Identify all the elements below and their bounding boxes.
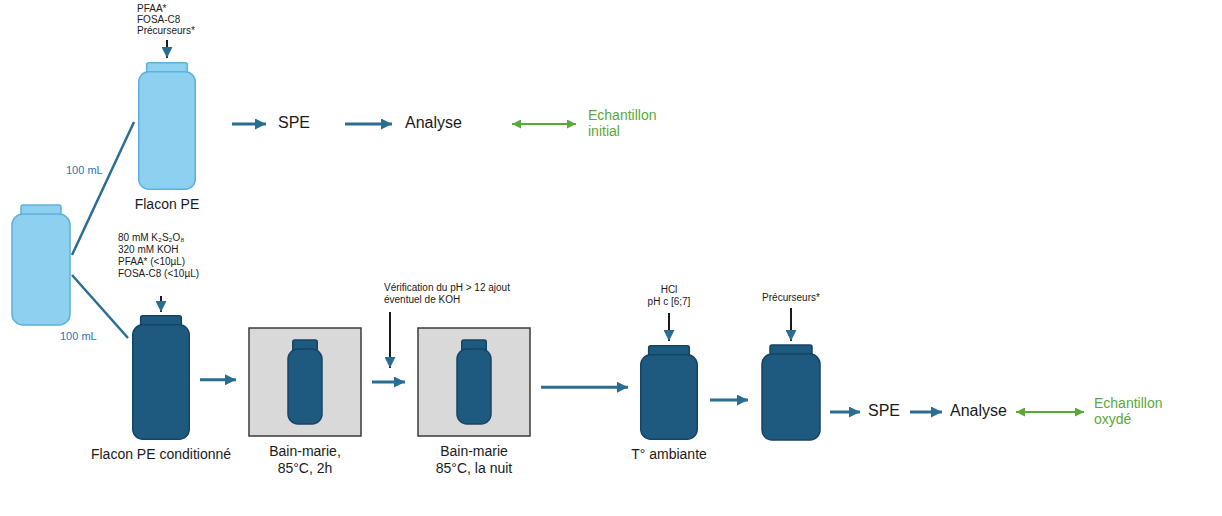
reagent-label: FOSA-C8 (<10µL) — [118, 268, 199, 280]
bath-bottle — [457, 340, 491, 424]
sample-bottle: Flacon PE conditionné — [132, 315, 190, 440]
volume-label: 100 mL — [66, 164, 103, 177]
flow-arrow — [345, 123, 392, 126]
step-label: Analyse — [405, 114, 462, 132]
addition-arrow — [668, 313, 670, 341]
reagent-label: 320 mM KOH — [118, 244, 179, 256]
sample-bottle: T° ambiante — [640, 345, 698, 440]
source-bottle — [12, 205, 70, 325]
flow-arrow — [232, 123, 266, 126]
bottle-outline — [132, 315, 190, 440]
volume-label: 100 mL — [60, 330, 97, 343]
flow-arrow — [541, 386, 628, 389]
sample-bottle: Flacon PE — [138, 62, 196, 190]
bottle-outline — [138, 62, 196, 190]
flow-arrow — [200, 378, 236, 381]
bath-outline — [248, 327, 362, 437]
step-label: SPE — [868, 402, 900, 420]
node-caption: Flacon PE — [135, 196, 200, 213]
step-label: Analyse — [950, 402, 1007, 420]
flow-arrow — [910, 411, 942, 414]
bath-rect — [249, 328, 361, 436]
bottle-body — [139, 72, 196, 190]
node-caption: Bain-marie 85°C, la nuit — [424, 443, 524, 477]
node-caption: Bain-marie, 85°C, 2h — [255, 443, 355, 477]
equivalence-arrow — [1016, 411, 1084, 413]
flow-arrow — [710, 399, 748, 402]
water-bath: Bain-marie 85°C, la nuit — [417, 327, 531, 437]
bath-bottle — [288, 340, 322, 424]
note-label: Vérification du pH > 12 ajout éventuel d… — [384, 282, 534, 306]
reagent-label: 80 mM K₂S₂O₈ — [118, 232, 184, 244]
reagent-label: pH c [6;7] — [629, 296, 709, 308]
bottle-body — [288, 349, 322, 424]
equivalence-arrow — [512, 123, 576, 125]
addition-arrow — [389, 312, 391, 368]
bottle-body — [12, 214, 70, 325]
flow-arrow — [372, 381, 405, 384]
node-caption: Flacon PE conditionné — [91, 446, 231, 463]
addition-arrow — [790, 308, 792, 341]
bottle-body — [457, 349, 491, 424]
bottle-body — [762, 354, 820, 440]
reagent-label: FOSA-C8 — [137, 14, 180, 26]
reagent-label: PFAA* — [137, 3, 166, 15]
reagent-label: Précurseurs* — [137, 25, 195, 37]
step-label: SPE — [278, 114, 310, 132]
flow-arrow — [830, 411, 860, 414]
result-label: Echantillon initial — [588, 107, 678, 139]
reagent-label: Précurseurs* — [741, 292, 841, 304]
reagent-label: HCl — [629, 284, 709, 296]
bottle-body — [641, 355, 698, 440]
bath-rect — [418, 328, 530, 436]
bottle-outline — [640, 345, 698, 440]
addition-arrow — [160, 296, 162, 312]
water-bath: Bain-marie, 85°C, 2h — [248, 327, 362, 437]
spiked-bottle — [762, 345, 820, 440]
reagent-label: PFAA* (<10µL) — [118, 256, 185, 268]
result-label: Echantillon oxydé — [1094, 395, 1184, 427]
addition-arrow — [166, 40, 168, 58]
bath-outline — [417, 327, 531, 437]
bottle-body — [133, 325, 190, 440]
node-caption: T° ambiante — [631, 446, 707, 463]
split-line — [72, 275, 128, 338]
